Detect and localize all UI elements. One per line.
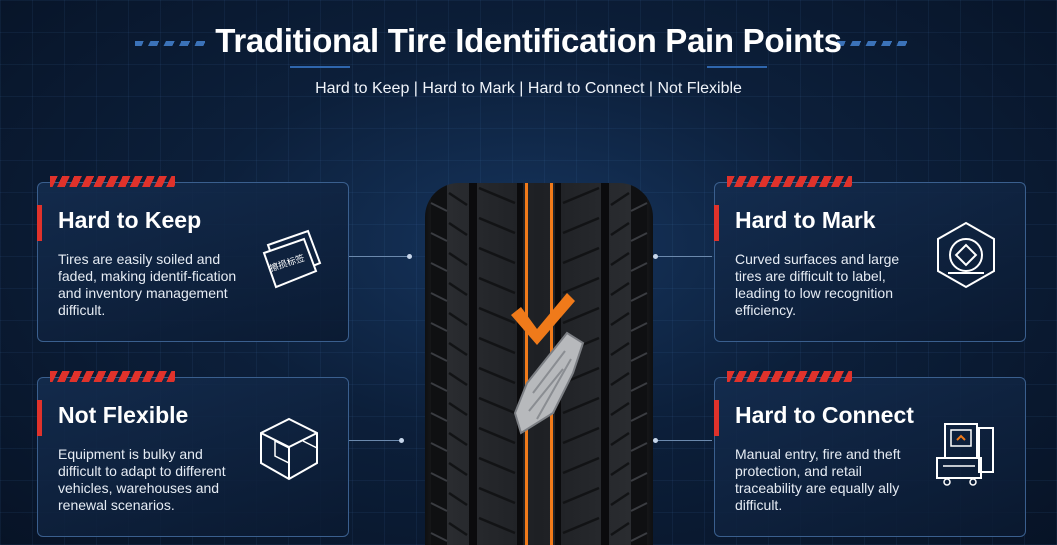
card-stripe	[727, 371, 852, 382]
card-accent-bar	[37, 205, 42, 241]
connector-dot-conn	[653, 438, 658, 443]
card-accent-bar	[37, 400, 42, 436]
card-description: Curved surfaces and large tires are diff…	[735, 251, 900, 318]
hexagon-tag-icon	[937, 221, 995, 289]
soiled-label-icon: 擦损标签	[262, 229, 322, 289]
card-title: Not Flexible	[58, 402, 189, 428]
card-hard-to-connect: Hard to Connect Manual entry, fire and t…	[714, 371, 1026, 537]
card-stripe	[50, 176, 175, 187]
connector-dot-flex	[399, 438, 404, 443]
card-hard-to-keep: Hard to Keep Tires are easily soiled and…	[37, 176, 349, 342]
card-description: Manual entry, fire and theft protection,…	[735, 446, 901, 513]
card-title: Hard to Connect	[735, 402, 914, 428]
card-stripe	[727, 176, 852, 187]
wireframe-cube-icon	[260, 417, 318, 481]
orange-check-mark	[511, 293, 575, 345]
card-title: Hard to Keep	[58, 207, 202, 233]
title-decoration-right	[837, 41, 907, 46]
page-title: Traditional Tire Identification Pain Poi…	[215, 22, 842, 59]
card-stripe	[50, 371, 175, 382]
card-accent-bar	[714, 205, 719, 241]
title-decoration-left	[135, 41, 205, 46]
card-description: Equipment is bulky and difficult to adap…	[58, 446, 226, 513]
tire-image	[425, 183, 653, 545]
card-not-flexible: Not Flexible Equipment is bulky and diff…	[37, 371, 349, 537]
page-subtitle: Hard to Keep | Hard to Mark | Hard to Co…	[315, 80, 742, 97]
title-underline-left	[290, 66, 350, 68]
connector-dot-keep	[407, 254, 412, 259]
card-accent-bar	[714, 400, 719, 436]
connector-dot-mark	[653, 254, 658, 259]
connector-conn	[656, 440, 712, 441]
card-hard-to-mark: Hard to Mark Curved surfaces and large t…	[714, 176, 1026, 342]
connector-mark	[656, 256, 712, 257]
title-underline-right	[707, 66, 767, 68]
connector-flex	[349, 440, 399, 441]
connector-keep	[349, 256, 407, 257]
card-title: Hard to Mark	[735, 207, 876, 233]
card-description: Tires are easily soiled and faded, makin…	[58, 251, 237, 318]
machine-terminal-icon	[936, 423, 994, 486]
tire-tread-graphic	[430, 183, 648, 545]
